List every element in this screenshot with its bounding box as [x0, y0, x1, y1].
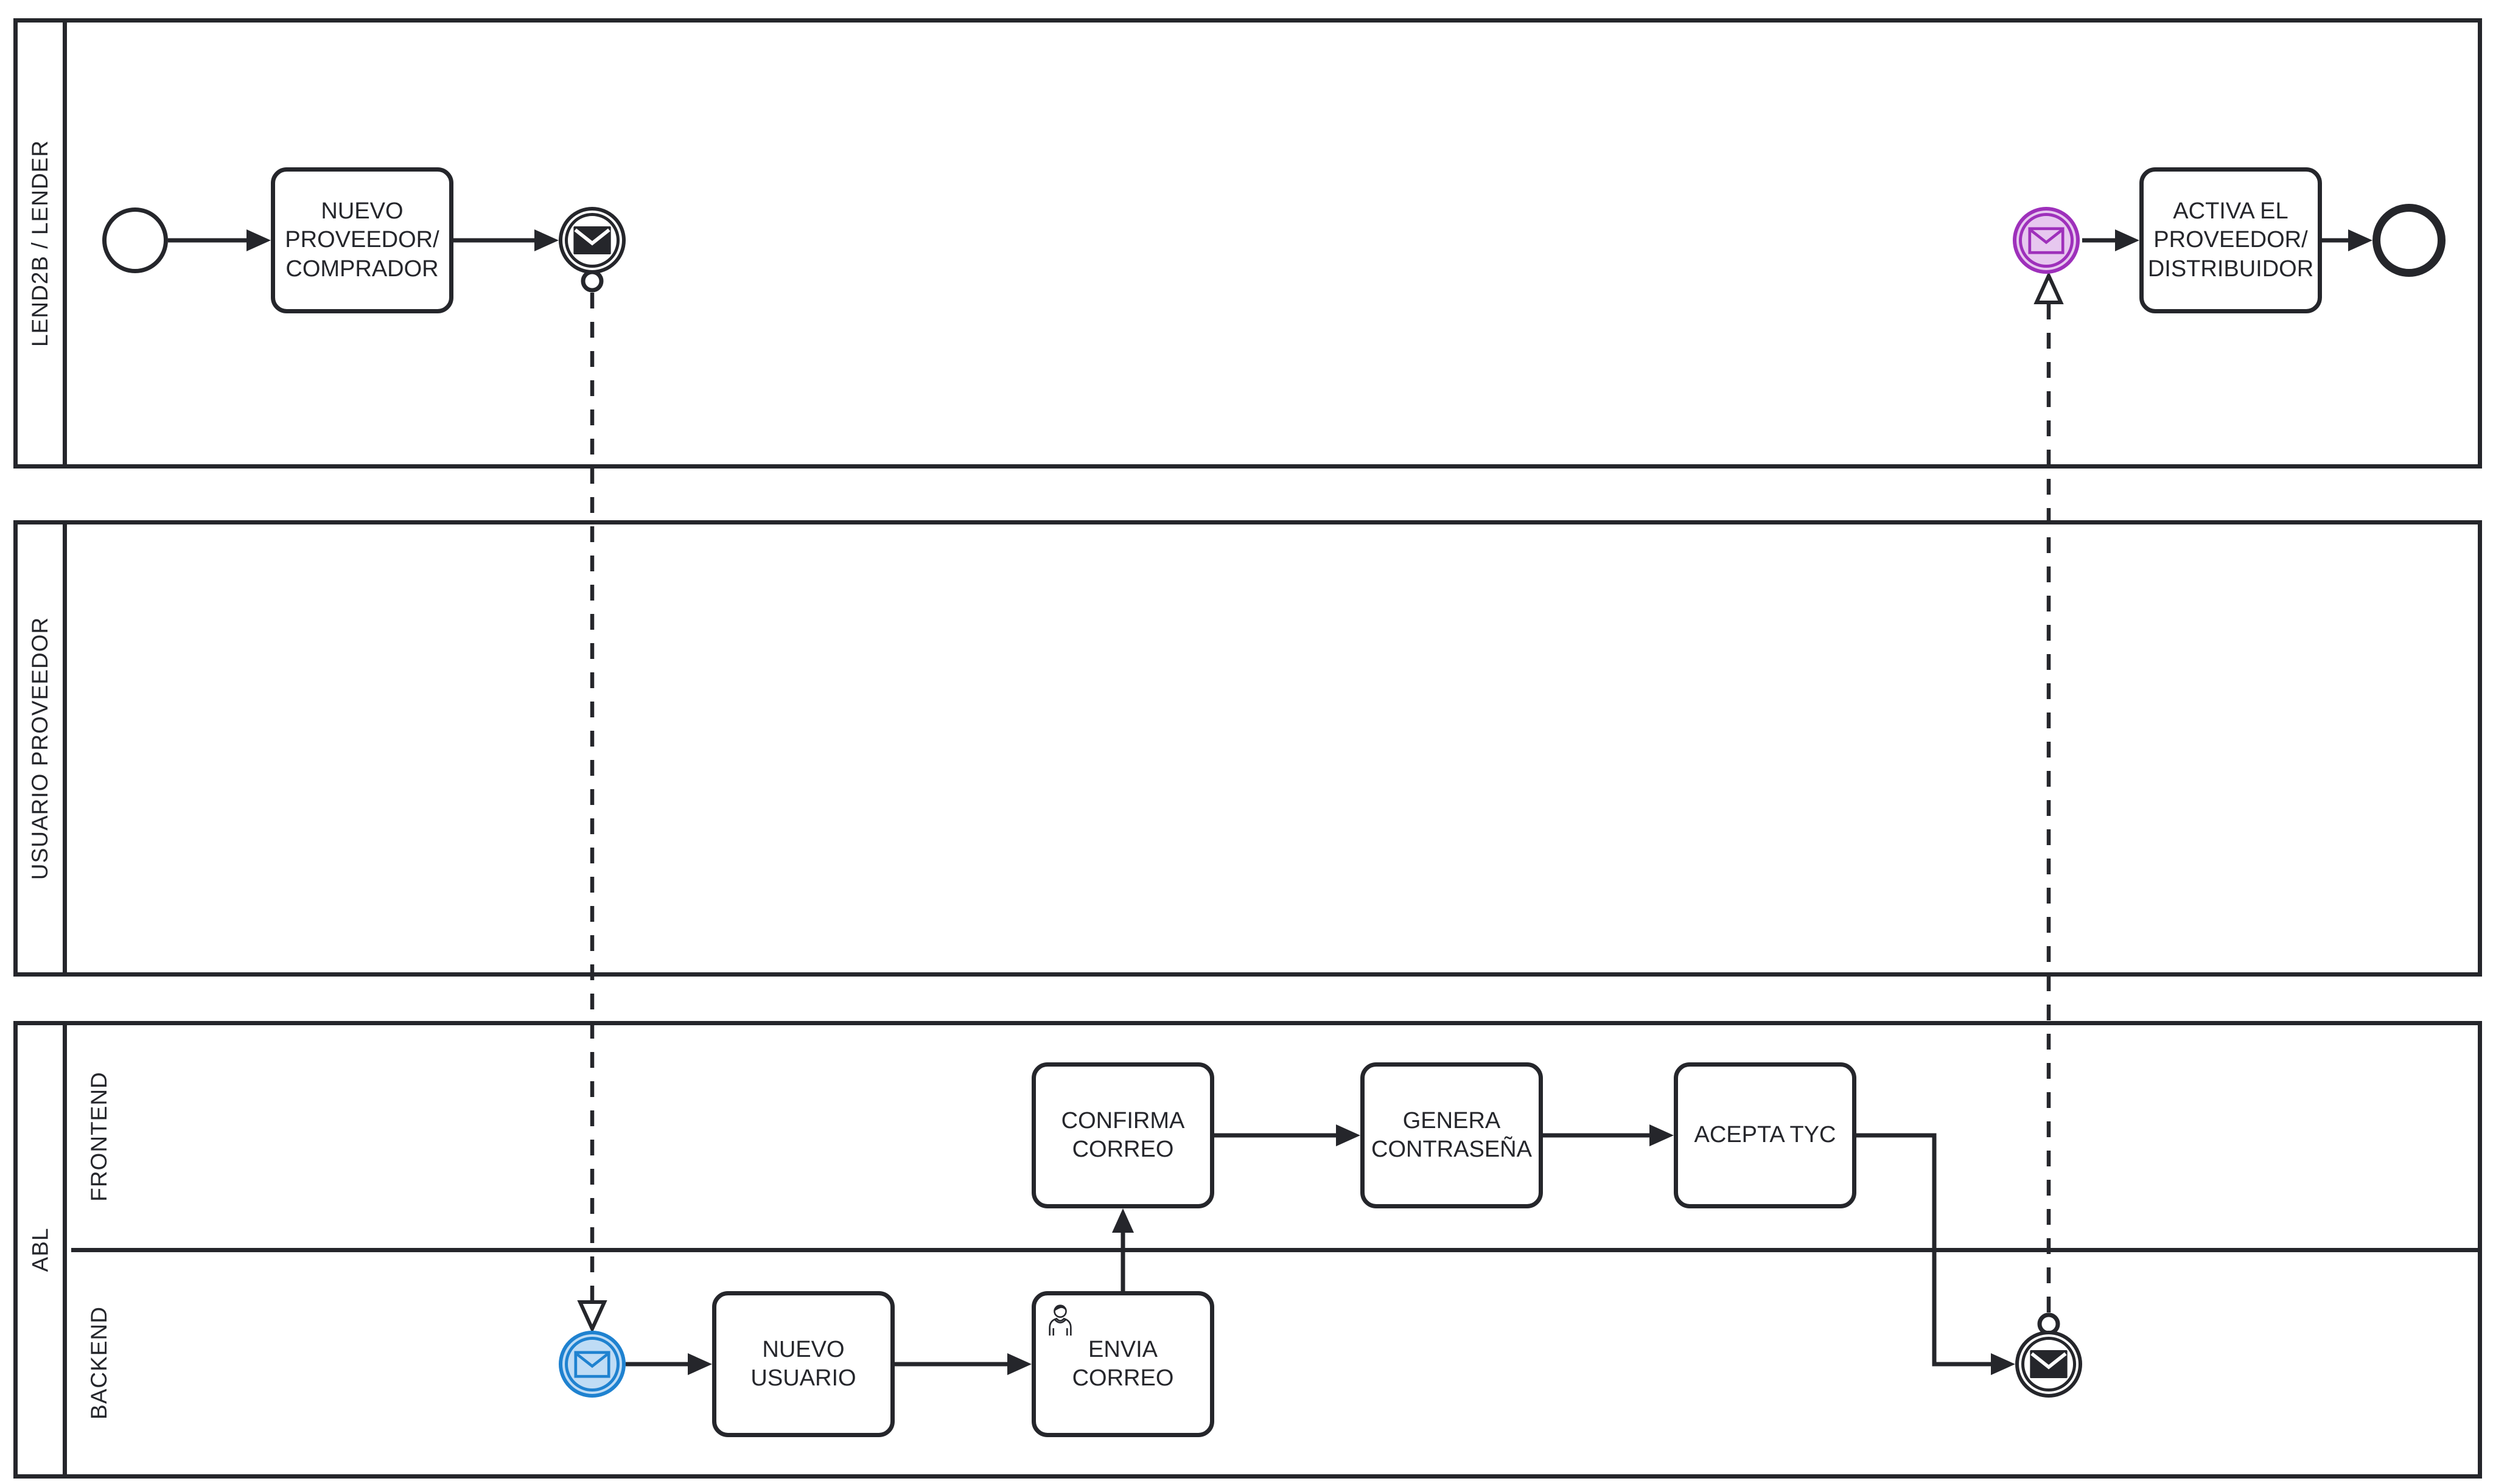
message-catch-event-lender[interactable]: [2013, 207, 2080, 274]
start-event[interactable]: [102, 207, 168, 273]
sequence-flow-start-to-nuevo-proveedor: [168, 229, 271, 251]
sequence-flow-nuevo-proveedor-to-message-throw: [453, 229, 559, 251]
pool-label-strip: LEND2B / LENDER: [18, 23, 67, 464]
sequence-flow-message-catch-to-activa: [2082, 229, 2139, 251]
pool-label-strip: ABL: [18, 1025, 67, 1474]
envelope-outline-icon: [574, 1350, 610, 1378]
sequence-flow-confirma-to-genera: [1214, 1124, 1360, 1146]
task-label: NUEVO PROVEEDOR/ COMPRADOR: [285, 198, 439, 282]
message-throw-event-lender[interactable]: [559, 207, 626, 274]
task-confirma-correo[interactable]: CONFIRMA CORREO: [1032, 1062, 1214, 1208]
message-throw-event-backend[interactable]: [2015, 1331, 2082, 1398]
pool-usuario-proveedor: USUARIO PROVEEDOR: [13, 520, 2482, 977]
task-label: CONFIRMA CORREO: [1061, 1107, 1185, 1163]
task-label: NUEVO USUARIO: [750, 1336, 856, 1392]
task-label: ACTIVA EL PROVEEDOR/ DISTRIBUIDOR: [2147, 198, 2314, 282]
pool-label-strip: USUARIO PROVEEDOR: [18, 524, 67, 972]
sequence-flow-acepta-to-message-throw: [1856, 1133, 2015, 1375]
message-flow-lender-to-backend: [577, 270, 607, 1334]
sequence-flow-nuevo-usuario-to-envia-correo: [895, 1353, 1032, 1375]
sequence-flow-genera-to-acepta: [1543, 1124, 1674, 1146]
envelope-outline-icon: [2028, 226, 2065, 254]
person-icon: [1049, 1305, 1072, 1336]
task-label: GENERA CONTRASEÑA: [1371, 1107, 1532, 1163]
task-label: ACEPTA TYC: [1694, 1122, 1836, 1148]
task-nuevo-proveedor-comprador[interactable]: NUEVO PROVEEDOR/ COMPRADOR: [271, 167, 453, 313]
message-catch-event-backend[interactable]: [559, 1331, 626, 1398]
message-flow-backend-to-lender: [2033, 271, 2064, 1336]
sequence-flow-activa-to-end: [2322, 229, 2372, 251]
lane-divider: [71, 1247, 2478, 1252]
end-event[interactable]: [2372, 204, 2446, 277]
abl-lanes: FRONTEND BACKEND: [71, 1025, 2478, 1474]
envelope-filled-icon: [2030, 1350, 2068, 1378]
task-envia-correo[interactable]: ENVIA CORREO: [1032, 1291, 1214, 1437]
envelope-filled-icon: [573, 226, 611, 254]
task-nuevo-usuario[interactable]: NUEVO USUARIO: [712, 1291, 895, 1437]
sequence-flow-envia-correo-to-confirma-correo: [1112, 1208, 1134, 1291]
task-activa-el-proveedor-distribuidor[interactable]: ACTIVA EL PROVEEDOR/ DISTRIBUIDOR: [2139, 167, 2322, 313]
task-genera-contrasena[interactable]: GENERA CONTRASEÑA: [1360, 1062, 1543, 1208]
sequence-flow-blue-event-to-nuevo-usuario: [626, 1353, 712, 1375]
task-label: ENVIA CORREO: [1072, 1336, 1174, 1392]
pool-abl: ABL FRONTEND BACKEND: [13, 1021, 2482, 1479]
task-acepta-tyc[interactable]: ACEPTA TYC: [1674, 1062, 1856, 1208]
